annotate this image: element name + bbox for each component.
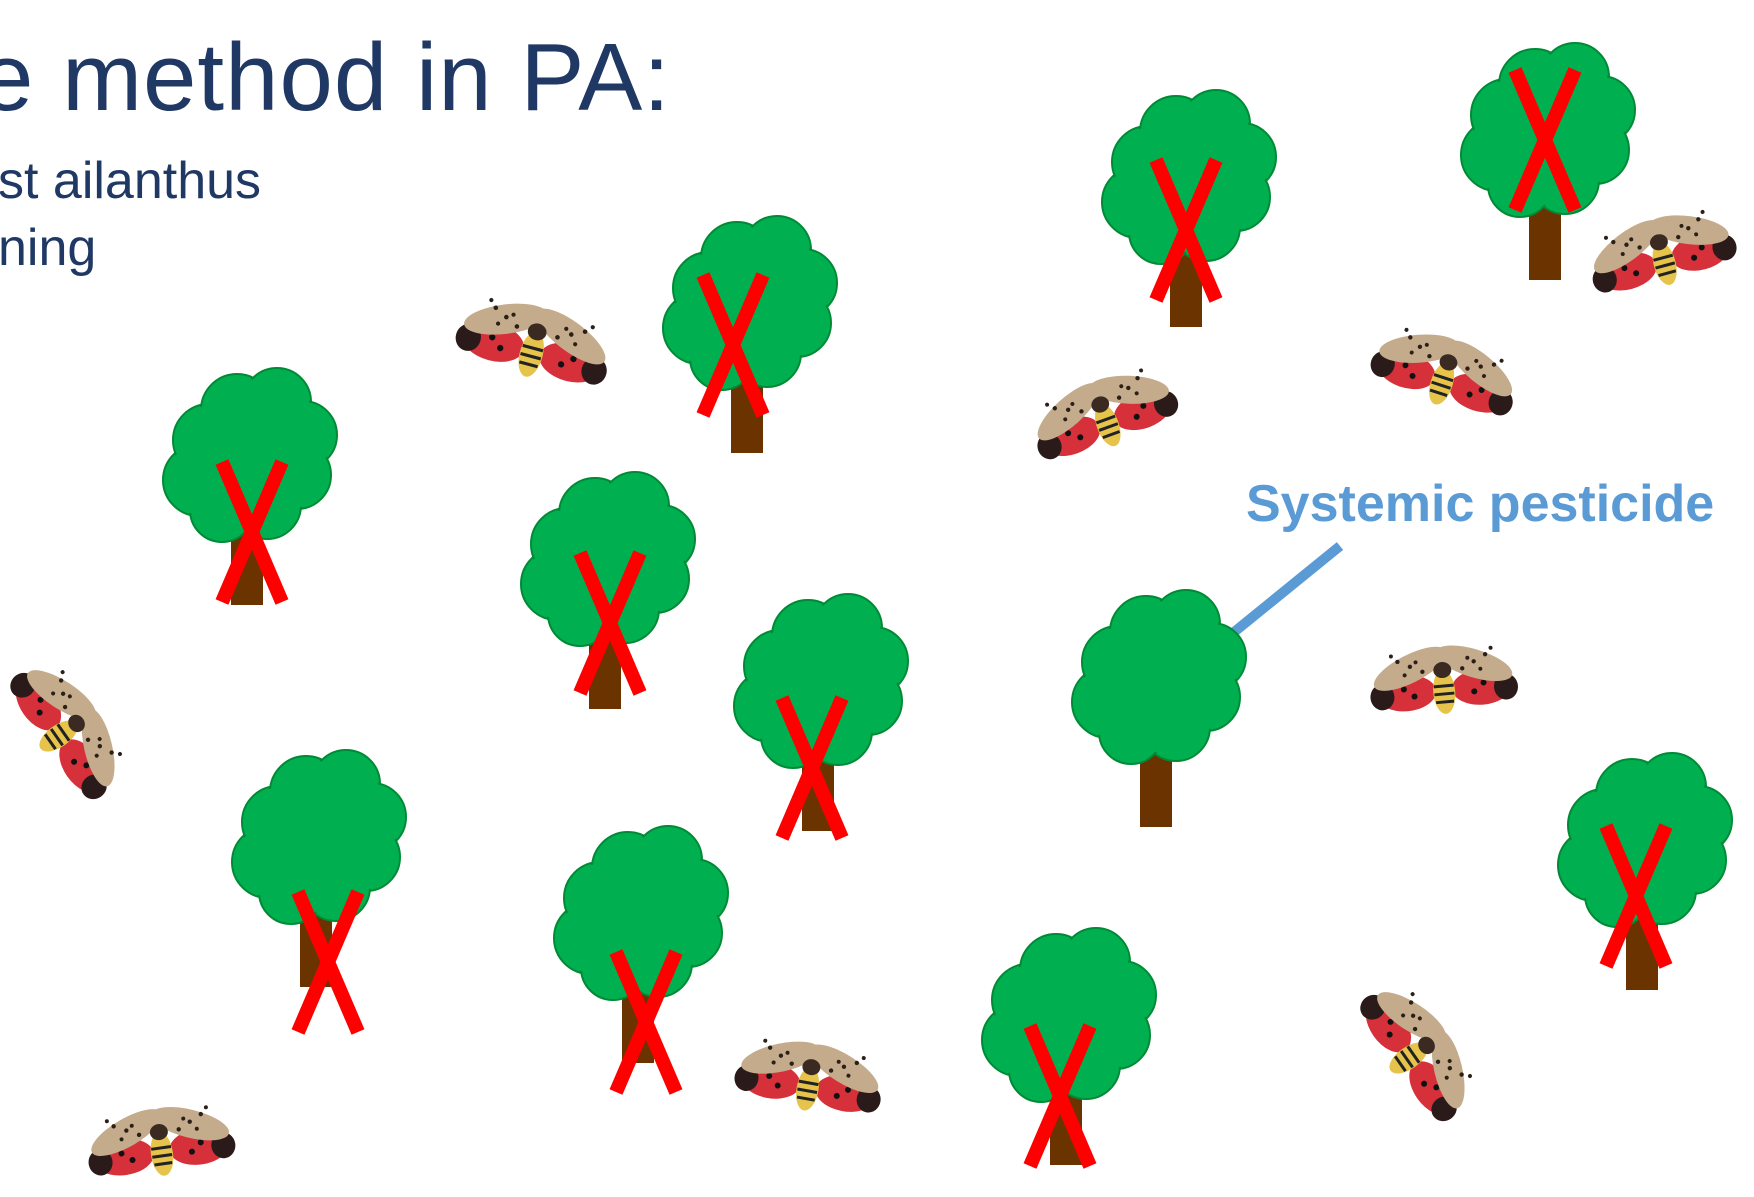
callout-pointer-line: [1224, 542, 1344, 641]
bullet-item: st ailanthus: [0, 152, 262, 210]
spotted-lanternfly-icon: [79, 1088, 241, 1188]
tree-icon: [520, 471, 696, 710]
spotted-lanternfly-icon: [1363, 630, 1522, 722]
spotted-lanternfly-icon: [729, 1021, 892, 1125]
tree-icon: [162, 367, 338, 606]
spotted-lanternfly-icon: [1346, 964, 1497, 1134]
spotted-lanternfly-icon: [1577, 190, 1744, 306]
slide-title: e method in PA:: [0, 24, 671, 131]
tree-icon: [662, 215, 838, 454]
spotted-lanternfly-icon: [0, 642, 147, 812]
tree-icon: [1071, 589, 1247, 828]
bullet-item: ning: [0, 219, 97, 277]
spotted-lanternfly-icon: [448, 277, 623, 399]
spotted-lanternfly-icon: [1362, 307, 1531, 429]
systemic-pesticide-label: Systemic pesticide: [1246, 475, 1715, 533]
spotted-lanternfly-icon: [1017, 347, 1187, 473]
